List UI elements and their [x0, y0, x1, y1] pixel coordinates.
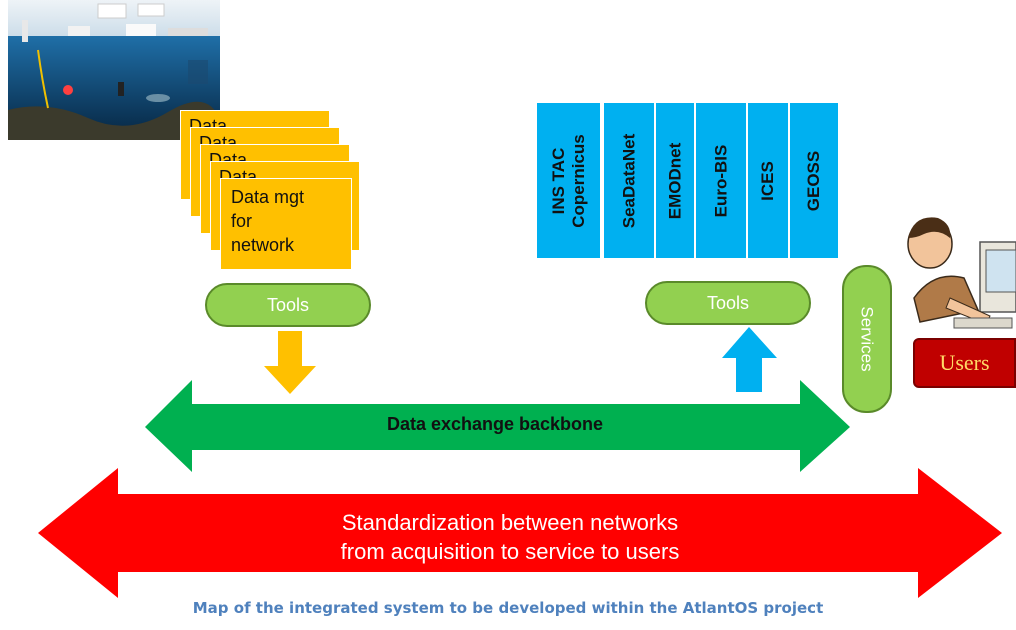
users-badge: Users: [913, 338, 1016, 388]
tools-right-pill: Tools: [645, 281, 811, 325]
tools-right-label: Tools: [706, 292, 750, 313]
users-label: Users: [939, 350, 990, 375]
standardization-label: Standardization between networks from ac…: [150, 508, 870, 566]
tools-left-label: Tools: [266, 294, 310, 315]
data-card-line: for: [231, 211, 253, 231]
standardization-arrow: [38, 468, 1002, 598]
figure-caption: Map of the integrated system to be devel…: [192, 599, 824, 617]
backbone-label: Data exchange backbone: [386, 414, 604, 434]
standardization-line-1: Standardization between networks: [341, 510, 679, 535]
data-card-front: Data mgt for network: [220, 178, 352, 270]
services-label: Services: [858, 306, 877, 372]
up-arrow: [722, 327, 777, 392]
standard-column-euro-bis: Euro-BIS: [696, 103, 746, 258]
standard-column-ices: ICES: [748, 103, 788, 258]
standard-column-emodnet: EMODnet: [656, 103, 694, 258]
ocean-observing-illustration-icon: [8, 0, 220, 140]
user-at-computer-icon: [894, 198, 1016, 334]
standard-column-geoss: GEOSS: [790, 103, 838, 258]
backbone-arrow: [145, 380, 850, 472]
standardization-line-2: from acquisition to service to users: [340, 539, 680, 564]
standard-column-seadatanet: SeaDataNet: [604, 103, 654, 258]
data-card-line: network: [231, 235, 295, 255]
down-arrow: [264, 331, 316, 394]
tools-left-pill: Tools: [205, 283, 371, 327]
data-card-line: Data mgt: [231, 187, 305, 207]
services-pill: Services: [842, 265, 892, 413]
